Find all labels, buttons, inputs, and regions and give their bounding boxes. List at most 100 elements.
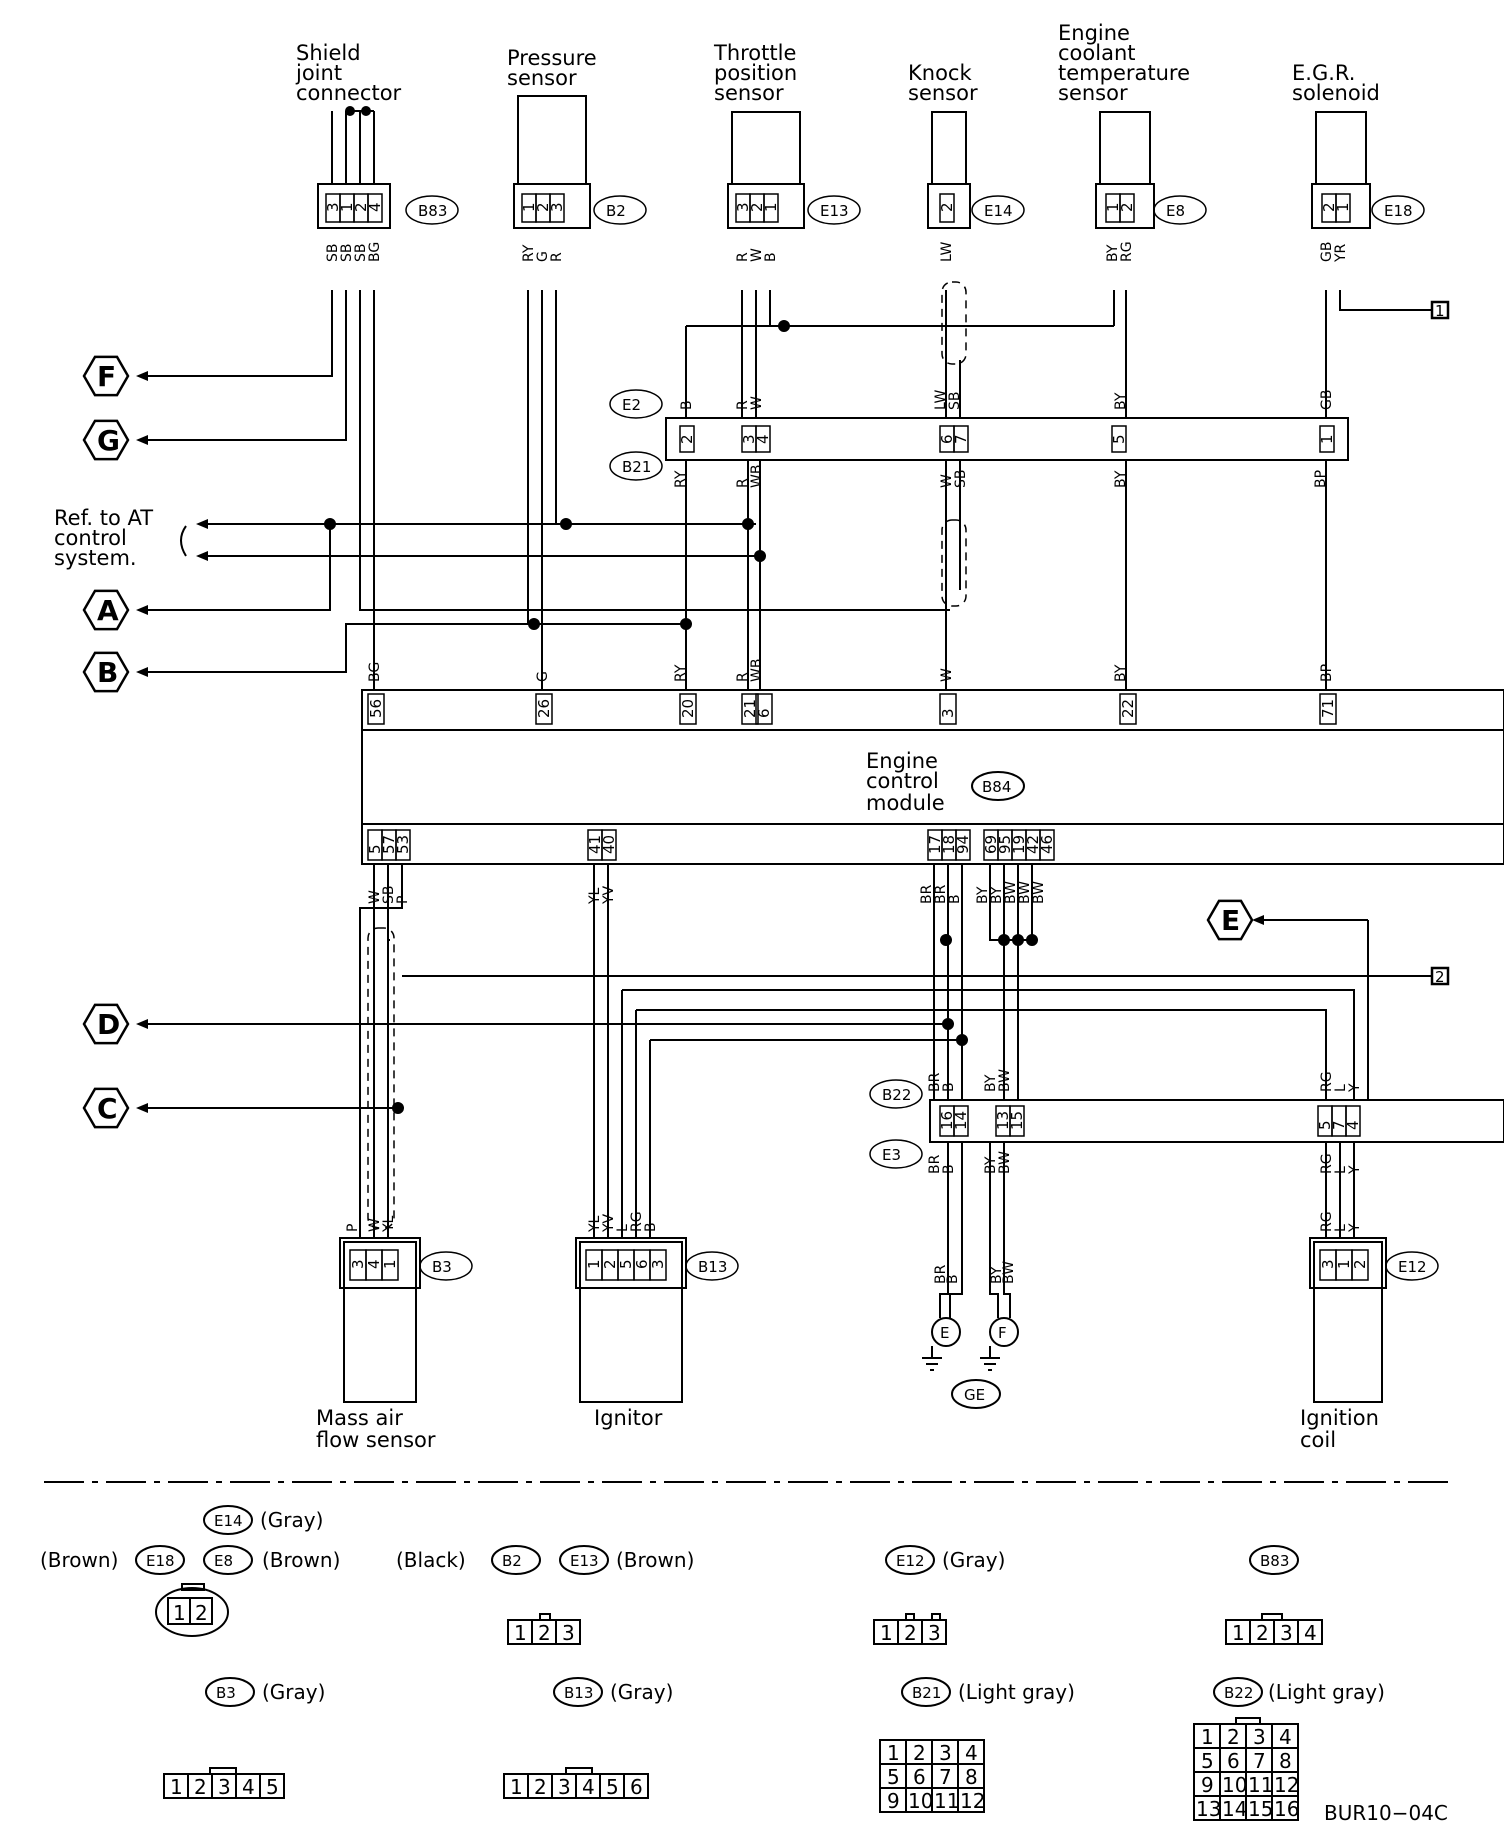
b21-tag-oval <box>609 451 663 481</box>
junction-dot <box>392 1102 404 1114</box>
b83-housing <box>317 183 391 229</box>
legend-12pin-cell-number: 9 <box>887 1789 900 1813</box>
legend-16pin-cell-number: 10 <box>1222 1773 1247 1797</box>
b13-tag: B13 <box>698 1258 727 1276</box>
ecm-bottom-pin-number: 17 <box>926 835 944 854</box>
arrowhead <box>1252 915 1264 925</box>
b22-pin-number: 16 <box>938 1111 956 1130</box>
legend-latch <box>181 1583 205 1591</box>
legend-6pin-cell-number: 5 <box>606 1775 619 1799</box>
ecm-tag: B84 <box>982 778 1011 796</box>
legend-4pin-cell-number: 4 <box>1304 1621 1317 1645</box>
ecm-bottom-pin-number: 95 <box>996 835 1014 854</box>
ecm-top-pin-number: 56 <box>367 699 385 718</box>
ecm-top-pin <box>939 693 957 725</box>
coolant-label-2: coolant <box>1058 41 1136 65</box>
junction-dot <box>754 550 766 562</box>
ground-f-label: F <box>998 1324 1007 1342</box>
e13-wire-label: R <box>735 252 751 262</box>
legend-16pin-cell-number: 8 <box>1279 1749 1292 1773</box>
throttle-label-2: position <box>714 61 797 85</box>
ecm-top-wire-label: WB <box>749 659 765 682</box>
ecm-bottom-wire-label: YV <box>601 885 617 905</box>
b22-wire-label: Y <box>1347 1083 1363 1093</box>
e12-pin <box>1351 1249 1369 1281</box>
ecm-top-wire-label: BG <box>367 662 383 682</box>
legend-6pin-cell-number: 2 <box>534 1775 547 1799</box>
e2-wire-label: B <box>679 400 695 410</box>
ground-point-f <box>989 1317 1019 1347</box>
arrowhead <box>136 605 148 615</box>
b83-pin-number: 1 <box>338 202 356 212</box>
e8-wire-label: BY <box>1105 244 1121 262</box>
b13-pin-number: 1 <box>585 1259 603 1269</box>
b21-pin-number: 7 <box>952 434 970 444</box>
b21-pin-number: 4 <box>754 434 772 444</box>
legend-4pin-cell-number: 3 <box>1280 1621 1293 1645</box>
b3-tag-oval <box>419 1251 473 1281</box>
wire-bw-ecm <box>1003 864 1033 940</box>
jump-b-hex <box>82 651 130 693</box>
b13-pin-number: 2 <box>601 1259 619 1269</box>
jump-box2 <box>1430 966 1450 986</box>
ecm-top-pin-number: 21 <box>741 699 759 718</box>
legend-5pin-cell <box>259 1773 285 1799</box>
ge-tag: GE <box>964 1386 985 1404</box>
arrowhead <box>136 1103 148 1113</box>
b21-wire-label: BP <box>1313 470 1329 488</box>
legend-16pin-cell-number: 16 <box>1274 1797 1299 1821</box>
ground-icon <box>980 1346 1000 1371</box>
b3-pin <box>381 1249 399 1281</box>
legend-12pin-cell-number: 10 <box>908 1789 933 1813</box>
b21-pin <box>755 425 771 453</box>
ecm-bottom-pin-number: 53 <box>394 835 412 854</box>
b21-wire-label: BY <box>1113 470 1129 488</box>
legend-3pin-b2-cell <box>555 1619 581 1645</box>
legend-2pin-cell-number: 2 <box>195 1601 208 1625</box>
b2-housing <box>513 183 591 229</box>
e3-wire-label: BW <box>997 1151 1013 1174</box>
b2-wire-label: RY <box>521 244 537 262</box>
legend-16pin-cell-number: 13 <box>1196 1797 1221 1821</box>
wire-sb-to-g <box>140 290 347 441</box>
shield-label-2: joint <box>295 61 342 85</box>
b2-pin-number: 1 <box>520 202 538 212</box>
e8-pin <box>1119 193 1135 223</box>
b2-pin-number: 3 <box>548 202 566 212</box>
shield-label-1: Shield <box>296 41 361 65</box>
b21-pin-number: 3 <box>740 434 758 444</box>
ecm-bottom-wire-label: W <box>367 890 383 904</box>
legend-b22-color: (Light gray) <box>1268 1680 1385 1704</box>
coolant-label-1: Engine <box>1058 21 1130 45</box>
junction-dot <box>528 618 540 630</box>
b13-wire-label: RG <box>629 1211 645 1232</box>
at-ref-bracket <box>180 525 187 557</box>
e13-tag: E13 <box>820 202 849 220</box>
e8-pin-number: 1 <box>1104 202 1122 212</box>
legend-5pin-cell-number: 3 <box>218 1775 231 1799</box>
e18-tag: E18 <box>1384 202 1413 220</box>
legend-b21-tag-oval <box>901 1677 951 1707</box>
b2-pin-number: 2 <box>534 202 552 212</box>
jump-b-label: B <box>97 656 118 689</box>
knock-shield-bottom <box>941 519 967 607</box>
ecm-top-pin-number: 3 <box>939 708 957 718</box>
shield-label-3: connector <box>296 81 402 105</box>
knock-shield-top <box>941 281 967 365</box>
legend-16pin-cell-number: 2 <box>1227 1725 1240 1749</box>
e3-tag-oval <box>869 1139 923 1169</box>
b21-pin-number: 2 <box>678 434 696 444</box>
jump-e-label: E <box>1221 904 1240 937</box>
egr-solenoid-body <box>1315 111 1367 185</box>
ecm-bottom-pin <box>601 829 617 861</box>
legend-6pin-cell <box>623 1773 649 1799</box>
legend-b3-color: (Gray) <box>262 1680 325 1704</box>
legend-2pin-cell-number: 1 <box>173 1601 186 1625</box>
ecm-bottom-wire-label: YL <box>587 887 603 905</box>
e13-pin-number: 1 <box>762 202 780 212</box>
ecm-top-wire-label: R <box>735 672 751 682</box>
e14-tag-oval <box>971 195 1025 225</box>
legend-5pin-cell-number: 2 <box>194 1775 207 1799</box>
legend-e8-tag-oval <box>203 1545 253 1575</box>
b13-pin-number: 5 <box>617 1259 635 1269</box>
